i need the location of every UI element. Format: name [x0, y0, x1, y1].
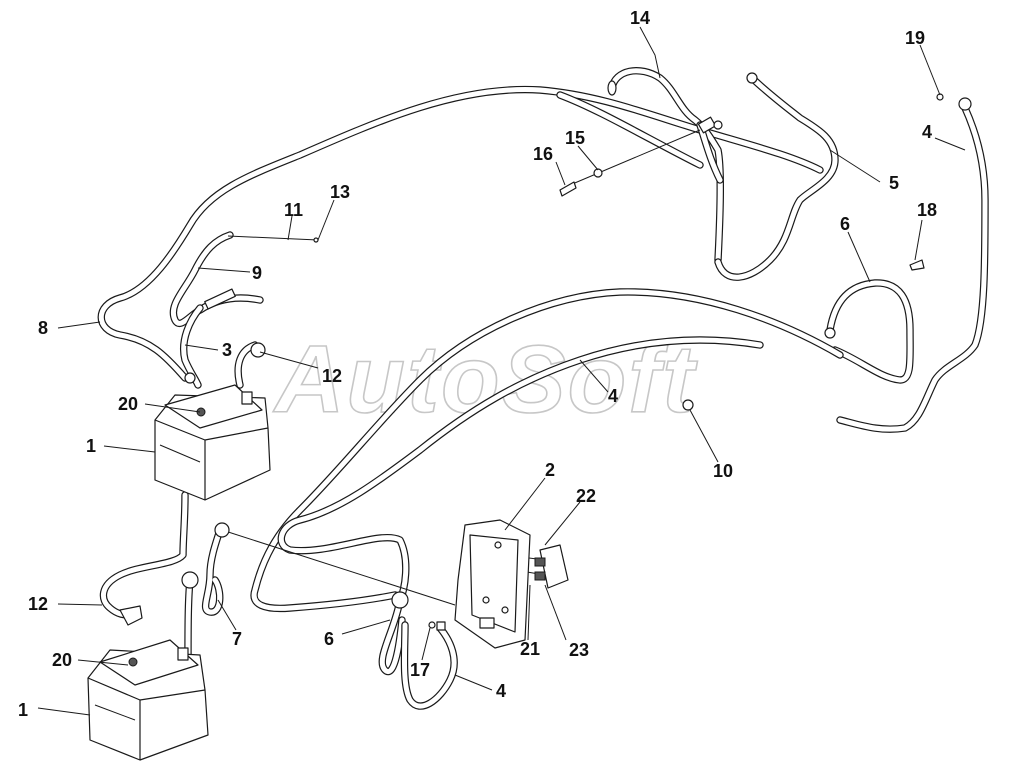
cable-battery-link: [99, 491, 189, 619]
watermark: AutoSoft: [273, 326, 698, 433]
callout-labels: 14 19 4 16 15 5 13 11 18 6 9 8 3 12 4 20…: [18, 8, 937, 720]
cable-4-middle-b: [277, 336, 764, 604]
callout-5: 5: [889, 173, 899, 193]
callout-4-lower: 4: [496, 681, 506, 701]
callout-11: 11: [284, 200, 303, 220]
cable-7: [201, 526, 224, 616]
callout-2: 2: [545, 460, 555, 480]
callout-18: 18: [917, 200, 937, 220]
callout-12-lower: 12: [28, 594, 48, 614]
cable-8: [97, 85, 824, 382]
cable-6-upper: [826, 279, 914, 384]
callout-7: 7: [232, 629, 242, 649]
callout-20-lower: 20: [52, 650, 72, 670]
cable-9: [169, 231, 264, 327]
cable-4-middle: [250, 288, 844, 613]
cable-6-lower: [378, 596, 406, 676]
callout-9: 9: [252, 263, 262, 283]
callout-4-right: 4: [922, 122, 932, 142]
callout-13: 13: [330, 182, 350, 202]
callout-1-upper: 1: [86, 436, 96, 456]
callout-3: 3: [222, 340, 232, 360]
callout-14: 14: [630, 8, 650, 28]
callout-19: 19: [905, 28, 925, 48]
leader-lines: [37, 26, 966, 716]
cable-5: [714, 74, 839, 281]
callout-10: 10: [713, 461, 733, 481]
cable-4-right: [836, 104, 989, 433]
relay-box: [454, 519, 569, 649]
callout-21: 21: [520, 639, 540, 659]
callout-8: 8: [38, 318, 48, 338]
callout-6-lower: 6: [324, 629, 334, 649]
callout-15: 15: [565, 128, 585, 148]
connectors: [119, 72, 972, 631]
callout-17: 17: [410, 660, 430, 680]
callout-1-lower: 1: [18, 700, 28, 720]
cable-4-lower: [400, 621, 458, 710]
callout-16: 16: [533, 144, 553, 164]
callout-23: 23: [569, 640, 589, 660]
cable-14: [608, 67, 724, 264]
callout-22: 22: [576, 486, 596, 506]
callout-12-upper: 12: [322, 366, 342, 386]
callout-20-upper: 20: [118, 394, 138, 414]
battery-lower: [87, 639, 209, 761]
battery-upper: [154, 384, 271, 501]
callout-6-upper: 6: [840, 214, 850, 234]
callout-4-middle: 4: [608, 386, 618, 406]
